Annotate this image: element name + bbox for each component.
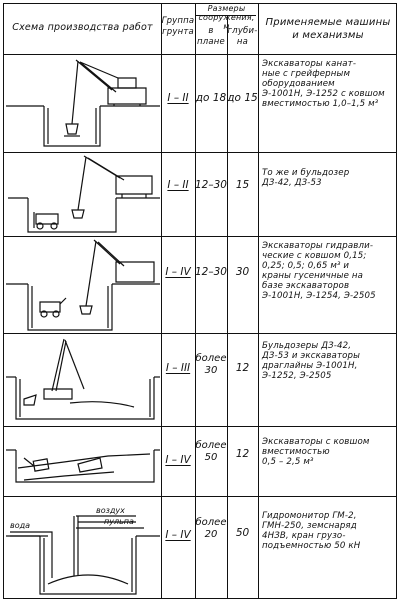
header-scheme: Схема производства работ <box>12 22 153 33</box>
row4-group: I – III <box>165 362 191 374</box>
row6-depth: 50 <box>235 527 250 539</box>
row6-width: более 20 <box>195 517 227 540</box>
sizes-divider <box>195 15 256 16</box>
row2-machines: То же и бульдозер ДЗ-42, ДЗ-53 <box>262 168 350 188</box>
scheme-grab-excavator-icon <box>4 54 161 152</box>
row3-depth: 30 <box>235 266 250 278</box>
label-air: воздух <box>96 506 125 515</box>
scheme-grab-bulldozer-icon <box>4 152 161 236</box>
row5-depth: 12 <box>235 448 250 460</box>
col-divider <box>227 15 228 598</box>
row6-machines: Гидромонитор ГМ-2, ГМН-250, земснаряд 4Н… <box>262 511 361 551</box>
row2-depth: 15 <box>235 179 250 191</box>
col-divider <box>258 4 259 598</box>
row-divider <box>4 496 396 497</box>
row5-group: I – IV <box>165 454 191 466</box>
row3-machines: Экскаваторы гидравли- ческие с ковшом 0,… <box>262 241 376 301</box>
label-water: вода <box>10 521 31 530</box>
row-divider <box>4 333 396 334</box>
col-divider <box>161 4 162 598</box>
label-pulp: пульпа <box>104 517 134 526</box>
scheme-hydraulic-excavator-icon <box>4 236 161 333</box>
row5-width: более 50 <box>195 440 227 463</box>
row3-group: I – IV <box>165 266 191 278</box>
row4-width: более 30 <box>195 353 227 376</box>
header-divider <box>4 54 396 55</box>
row4-machines: Бульдозеры ДЗ-42, ДЗ-53 и экскаваторы др… <box>262 341 361 381</box>
row2-width: 12–30 <box>195 179 227 191</box>
row1-width: до 18 <box>195 92 227 104</box>
row1-machines: Экскаваторы канат- ные с грейферным обор… <box>262 59 385 109</box>
row-divider <box>4 426 396 427</box>
row6-group: I – IV <box>165 529 191 541</box>
row3-width: 12–30 <box>195 266 227 278</box>
row2-group: I – II <box>167 179 189 191</box>
row5-machines: Экскаваторы с ковшом вместимостью 0,5 – … <box>262 437 370 467</box>
row-divider <box>4 152 396 153</box>
col-divider <box>195 4 196 598</box>
scheme-dragline-icon <box>4 333 161 426</box>
scheme-hydromonitor-icon <box>4 496 161 600</box>
header-depth: глуби-на <box>227 26 258 47</box>
row4-depth: 12 <box>235 362 250 374</box>
row1-group: I – II <box>167 92 189 104</box>
row-divider <box>4 236 396 237</box>
scheme-slope-excavator-icon <box>4 426 161 496</box>
row1-depth: до 15 <box>227 92 258 104</box>
